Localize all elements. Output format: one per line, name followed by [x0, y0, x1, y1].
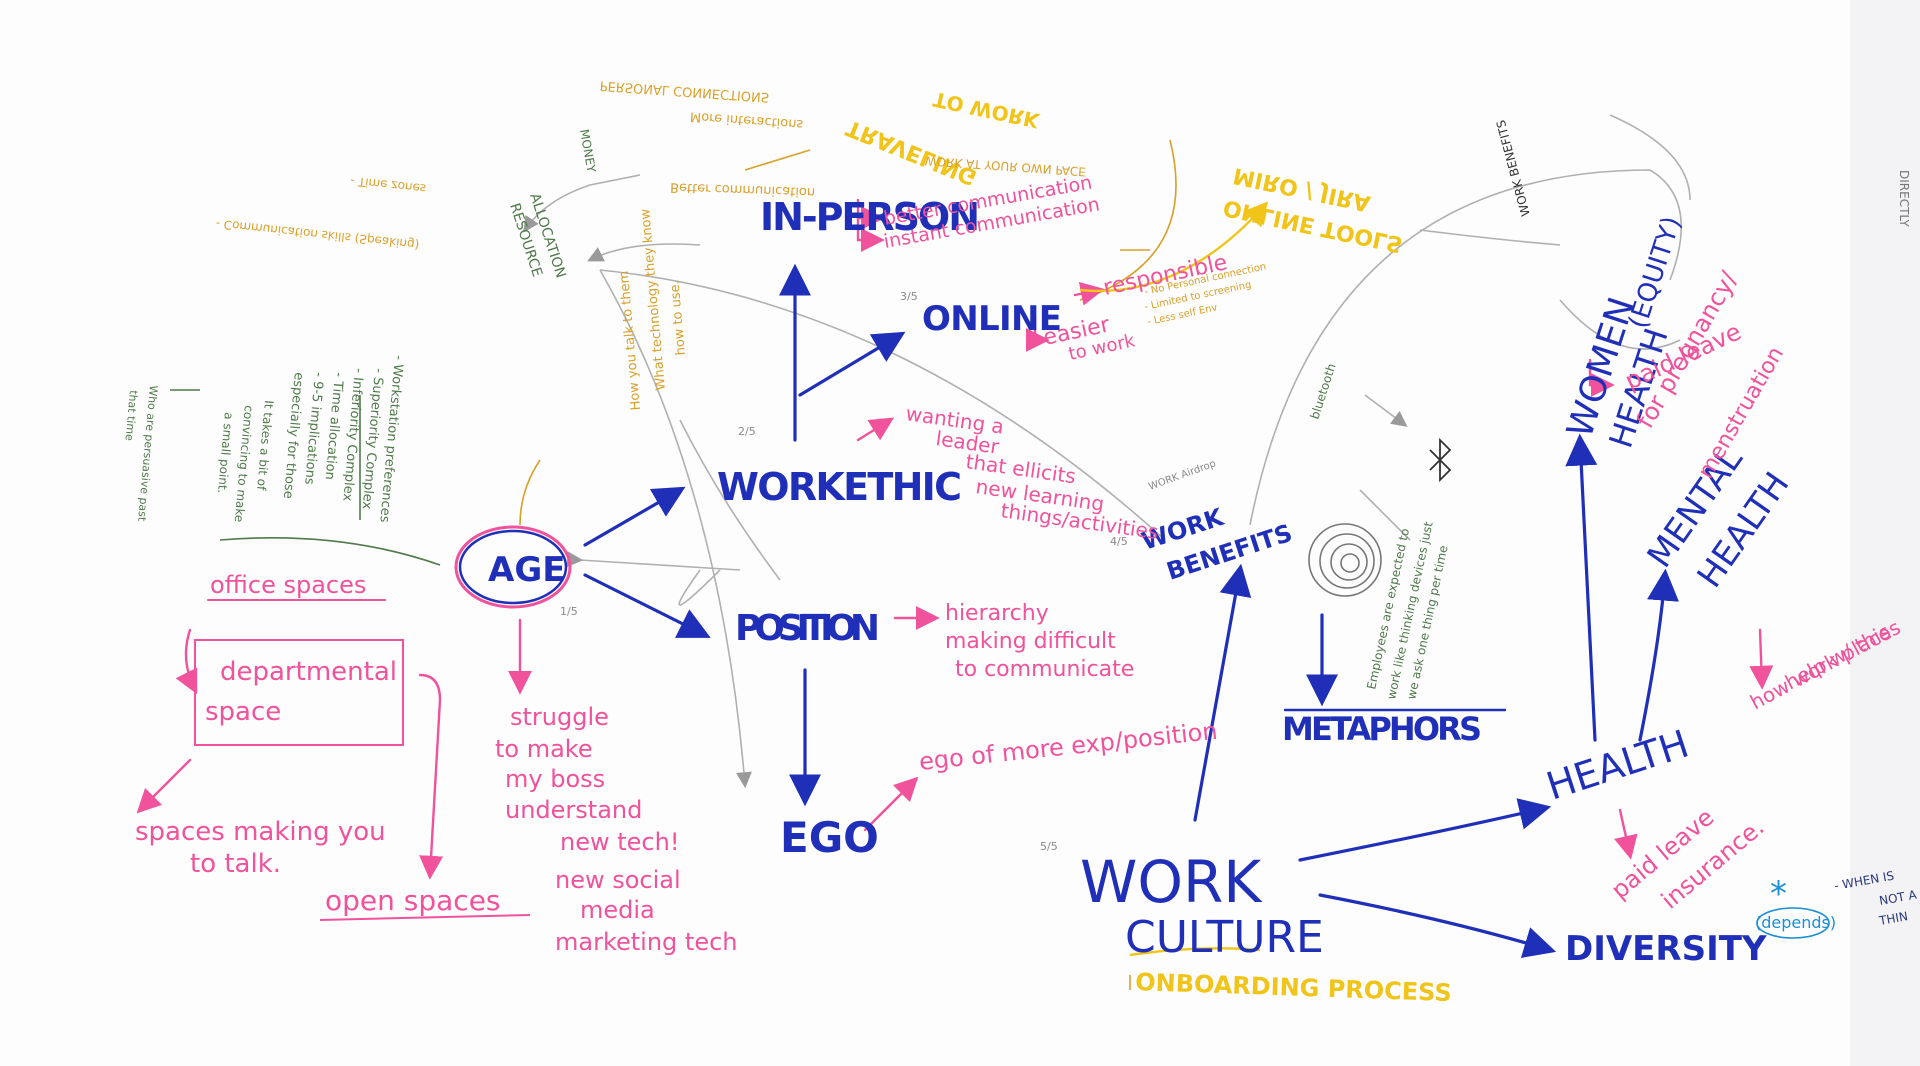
spiral-icon — [1308, 523, 1382, 597]
node-position: POSITION — [735, 608, 880, 649]
arrow-health-women — [1565, 433, 1598, 742]
connector-age-notes — [219, 537, 441, 566]
fraction-online: 3/5 — [900, 290, 918, 303]
connector-work-position — [679, 419, 781, 581]
connector-inperson-resource — [523, 174, 641, 233]
bluetooth-icon — [1429, 437, 1452, 483]
connector-online-ownpace — [1079, 139, 1177, 301]
note-spaces-talk-2: to talk. — [190, 849, 281, 879]
arrow-age-position — [583, 573, 711, 638]
arrow-mental-howwork — [1749, 628, 1774, 690]
struggle-line-5: new social — [555, 866, 681, 894]
arrow-women-paidleave — [1588, 358, 1615, 397]
connector-inperson-notes — [744, 149, 811, 171]
arrow-culture-health — [1298, 798, 1552, 862]
connector-misc — [678, 569, 721, 606]
fraction-age: 1/5 — [560, 605, 578, 618]
node-in-person: IN-PERSON — [760, 195, 980, 239]
node-ego: EGO — [780, 813, 879, 862]
note-struggle: struggle to make my boss understand new … — [495, 703, 738, 956]
connector-right — [1559, 299, 1681, 350]
struggle-line-0: struggle — [510, 703, 609, 731]
arrow-health-paidleave — [1614, 808, 1638, 860]
arrow-online-tools — [1079, 201, 1269, 293]
node-metaphors: METAPHORS — [1282, 710, 1482, 748]
node-work-culture-2: CULTURE — [1125, 912, 1324, 963]
node-workethic: WORKETHIC — [717, 465, 962, 509]
diversity-star: * — [1770, 874, 1787, 914]
arrow-workethic-leader — [856, 417, 895, 442]
connector-bluetooth — [1364, 394, 1408, 427]
note-directly: DIRECTLY — [1897, 170, 1911, 228]
paper-edge-shadow — [1850, 0, 1920, 1066]
persuasive-line-1: that time — [123, 390, 140, 442]
struggle-line-4: new tech! — [560, 828, 679, 856]
pink-arrows — [136, 198, 1774, 880]
note-when-1: NOT A — [1878, 887, 1918, 907]
arrow-workethic-online — [798, 331, 906, 397]
arrow-ego-more — [863, 776, 919, 832]
node-diversity: DIVERSITY — [1565, 929, 1767, 969]
hierarchy-line-1: making difficult — [945, 629, 1116, 654]
struggle-line-6: media — [580, 896, 655, 924]
fraction-workethic: 2/5 — [738, 425, 756, 438]
yellow-arrows — [1079, 201, 1269, 957]
hierarchy-line-0: hierarchy — [945, 601, 1049, 626]
connector-resource-ego — [599, 269, 752, 789]
node-online: ONLINE — [922, 299, 1062, 339]
connector-age-howtalk — [519, 459, 541, 526]
blue-arrows — [583, 263, 1679, 958]
note-departmental-2: space — [205, 697, 281, 727]
departmental-box — [194, 639, 404, 746]
arrow-office-dept — [175, 628, 198, 695]
arrow-culture-diversity — [1318, 893, 1557, 958]
arrow-inperson-instant — [856, 216, 885, 252]
arrow-age-workethic — [583, 486, 686, 547]
fraction-culture: 5/5 — [1040, 840, 1058, 853]
note-spaces-talk-1: spaces making you — [135, 817, 386, 847]
struggle-line-2: my boss — [505, 765, 605, 793]
arrow-office-open — [418, 673, 444, 880]
age-ellipse-outer — [454, 525, 572, 609]
age-ellipse-inner — [458, 529, 568, 605]
arrow-online-easier — [1025, 316, 1050, 352]
fraction-benefits: 4/5 — [1110, 535, 1128, 548]
note-office-spaces: office spaces — [210, 571, 366, 599]
struggle-line-7: marketing tech — [555, 928, 738, 956]
struggle-line-1: to make — [495, 735, 593, 763]
diversity-depends: (depends) — [1755, 913, 1836, 932]
note-when-2: THIN — [1877, 909, 1909, 928]
note-departmental-1: departmental — [220, 657, 397, 687]
green-connectors — [170, 389, 441, 566]
connector-bt-line — [1359, 489, 1411, 541]
connector-benefits-arc — [1249, 169, 1682, 526]
connector-online-resource — [587, 243, 701, 262]
culture-underline — [1129, 947, 1261, 957]
depends-ellipse — [1756, 907, 1830, 939]
hierarchy-line-2: to communicate — [955, 657, 1134, 682]
connector-top-right — [1609, 114, 1691, 201]
orange-connectors — [519, 139, 1177, 990]
struggle-line-3: understand — [505, 796, 642, 824]
note-hierarchy: hierarchy making difficult to communicat… — [945, 601, 1134, 682]
inperson-note-0: Better communication — [670, 179, 816, 199]
node-age: AGE — [488, 550, 565, 590]
arrow-culture-benefits — [1193, 563, 1252, 822]
node-work-culture-1: WORK — [1080, 848, 1263, 916]
note-open-spaces: open spaces — [325, 884, 501, 917]
open-spaces-underline — [319, 914, 531, 921]
arrow-dept-spaces — [136, 758, 192, 814]
connector-work-benefits — [1419, 229, 1561, 246]
arrow-health-mental — [1638, 568, 1679, 742]
howtalk-line-2: how to use. — [667, 280, 689, 356]
